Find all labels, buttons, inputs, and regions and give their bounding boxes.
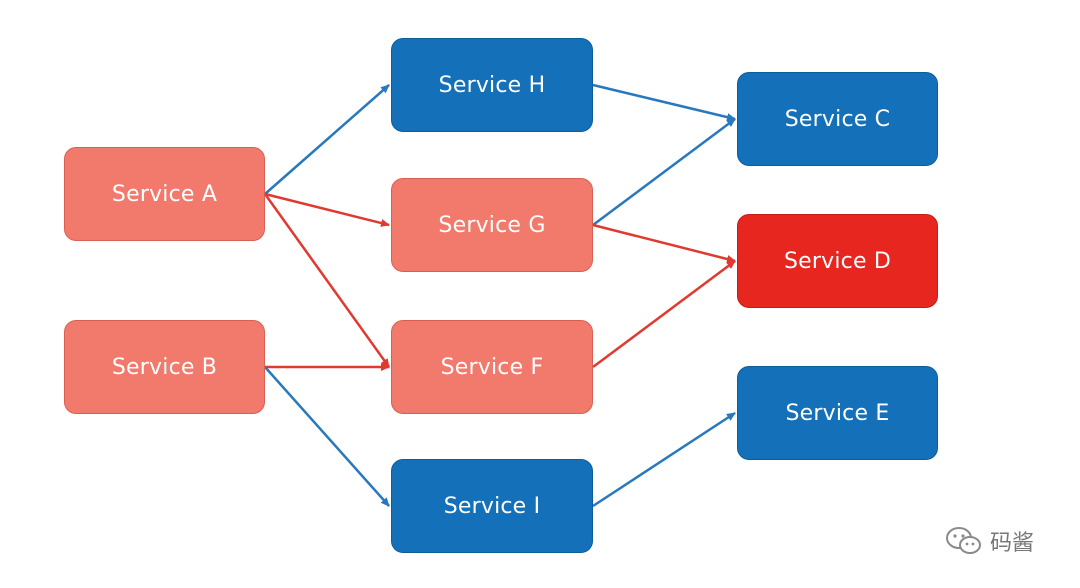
- edge-g-to-c: [592, 117, 736, 227]
- service-a-node: Service A: [64, 147, 265, 241]
- edge-a-to-h: [264, 84, 390, 195]
- edge-a-to-g: [264, 192, 390, 227]
- watermark-text: 码酱: [990, 531, 1035, 556]
- edge-g-to-d: [592, 223, 736, 263]
- service-f-node: Service F: [391, 320, 593, 414]
- service-h-node: Service H: [391, 38, 593, 132]
- service-e-node: Service E: [737, 366, 938, 460]
- wechat-icon: [944, 525, 984, 557]
- edge-h-to-c: [592, 83, 736, 122]
- service-i-node: Service I: [391, 459, 593, 553]
- service-g-node: Service G: [391, 178, 593, 272]
- edge-b-to-i: [264, 366, 390, 507]
- watermark: 码酱: [944, 524, 1034, 558]
- edge-i-to-e: [592, 411, 736, 508]
- service-c-node: Service C: [737, 72, 938, 166]
- service-d-node: Service D: [737, 214, 938, 308]
- service-b-node: Service B: [64, 320, 265, 414]
- edge-a-to-f: [263, 193, 391, 368]
- edge-f-to-d: [592, 259, 736, 369]
